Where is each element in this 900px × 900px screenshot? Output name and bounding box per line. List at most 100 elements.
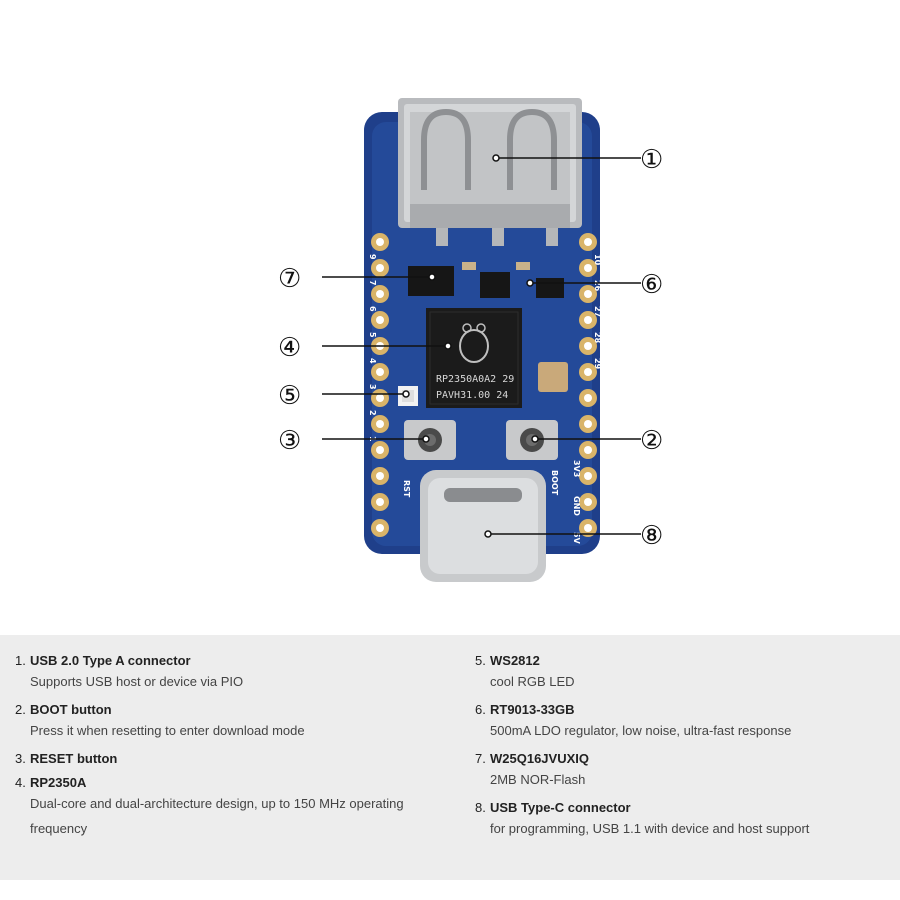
legend-item-description: for programming, USB 1.1 with device and… (490, 821, 810, 836)
edge-pad-hole (584, 316, 592, 324)
legend-item: 5. WS2812 cool RGB LED (475, 653, 895, 694)
edge-pad-hole (584, 238, 592, 246)
legend-item-description: Press it when resetting to enter downloa… (30, 723, 305, 738)
edge-pad-hole (584, 420, 592, 428)
edge-pad-hole (376, 524, 384, 532)
pin-label: 5 (368, 332, 377, 338)
legend-item-description: 2MB NOR-Flash (490, 772, 586, 787)
legend-item-description: Dual-core and dual-architecture design, … (30, 796, 404, 811)
ldo-chip (536, 278, 564, 298)
edge-pad-hole (376, 446, 384, 454)
callout-4: ④ (278, 333, 301, 363)
legend-item-name: RT9013-33GB (490, 702, 575, 717)
legend-item-title: 7. W25Q16JVUXIQ (475, 751, 895, 767)
legend-item-index: 5. (475, 653, 486, 668)
crystal (538, 362, 568, 392)
pin-label: 2 (368, 410, 377, 416)
right-pads: 10 26 27 28 29 (579, 233, 602, 537)
usb-a-connector (398, 98, 582, 246)
legend-item: 3. RESET button (15, 751, 455, 767)
legend-item-description: cool RGB LED (490, 674, 575, 689)
legend-item-index: 6. (475, 702, 486, 717)
legend-item-description: 500mA LDO regulator, low noise, ultra-fa… (490, 723, 792, 738)
usb-c-connector (420, 470, 546, 582)
edge-pad-hole (376, 264, 384, 272)
legend-item-index: 7. (475, 751, 486, 766)
legend-item-name: USB 2.0 Type A connector (30, 653, 191, 668)
label-3v3: 3V3 (572, 460, 581, 477)
legend-item-title: 6. RT9013-33GB (475, 702, 895, 718)
leader-dots (402, 154, 539, 538)
edge-pad-hole (584, 394, 592, 402)
legend-right-column: 5. WS2812 cool RGB LED 6. RT9013-33GB 500mA L… (475, 653, 895, 849)
pin-label: 4 (368, 358, 377, 364)
callout-8: ⑧ (640, 521, 663, 551)
raspberry-logo-icon (459, 329, 489, 363)
legend-item: 8. USB Type-C connector for programming, U… (475, 800, 895, 841)
legend-item-index: 2. (15, 702, 26, 717)
smd-part (516, 262, 530, 270)
edge-pad-hole (584, 498, 592, 506)
legend-item: 6. RT9013-33GB 500mA LDO regulator, low no… (475, 702, 895, 743)
legend-item-title: 8. USB Type-C connector (475, 800, 895, 816)
legend-item-name: RESET button (30, 751, 118, 766)
callout-6: ⑥ (640, 270, 663, 300)
legend-item-name: BOOT button (30, 702, 112, 717)
legend-item-title: 3. RESET button (15, 751, 455, 767)
rp2350-chip: RP2350A0A2 29 PAVH31.00 24 (426, 308, 522, 408)
edge-pad-hole (376, 316, 384, 324)
legend-item-title: 4. RP2350A (15, 775, 455, 791)
pin-label: 26 (593, 280, 602, 292)
legend-item-name: RP2350A (30, 775, 87, 790)
legend-item-index: 3. (15, 751, 26, 766)
edge-pad-hole (376, 394, 384, 402)
edge-pad-hole (584, 290, 592, 298)
label-rst: RST (402, 480, 411, 498)
smd-part (462, 262, 476, 270)
callout-5: ⑤ (278, 381, 301, 411)
label-boot: BOOT (550, 470, 559, 496)
regulator-part (480, 272, 510, 298)
legend-item-title: 1. USB 2.0 Type A connector (15, 653, 455, 669)
pin-label: 28 (593, 332, 602, 344)
chip-marking-2: PAVH31.00 24 (436, 390, 508, 401)
legend-item-index: 4. (15, 775, 26, 790)
pin-label: 10 (593, 254, 602, 266)
label-gnd: GND (572, 496, 581, 516)
callout-2: ② (640, 426, 663, 456)
edge-pad-hole (376, 498, 384, 506)
legend-item-name: W25Q16JVUXIQ (490, 751, 589, 766)
label-5v: 5V (572, 532, 581, 545)
legend-item: 7. W25Q16JVUXIQ 2MB NOR-Flash (475, 751, 895, 792)
chip-marking-1: RP2350A0A2 29 (436, 374, 514, 385)
edge-pad-hole (584, 264, 592, 272)
edge-pad-hole (584, 472, 592, 480)
edge-pad-hole (584, 368, 592, 376)
pin-label: 6 (368, 306, 377, 312)
legend-item-index: 8. (475, 800, 486, 815)
legend-item-index: 1. (15, 653, 26, 668)
legend-item-name: USB Type-C connector (490, 800, 631, 815)
pin-label: 27 (593, 306, 602, 317)
flash-chip (408, 266, 454, 296)
reset-button (404, 420, 456, 460)
edge-pad-hole (584, 342, 592, 350)
edge-pad-hole (376, 472, 384, 480)
callout-3: ③ (278, 426, 301, 456)
pin-label: 9 (368, 254, 377, 260)
edge-pad-hole (376, 420, 384, 428)
pin-label: 29 (593, 358, 602, 370)
leader-lines (322, 157, 641, 535)
legend-item-title: 2. BOOT button (15, 702, 455, 718)
legend-item-name: WS2812 (490, 653, 540, 668)
edge-pad-hole (376, 368, 384, 376)
edge-pad-hole (584, 446, 592, 454)
pin-label: 7 (368, 280, 377, 286)
